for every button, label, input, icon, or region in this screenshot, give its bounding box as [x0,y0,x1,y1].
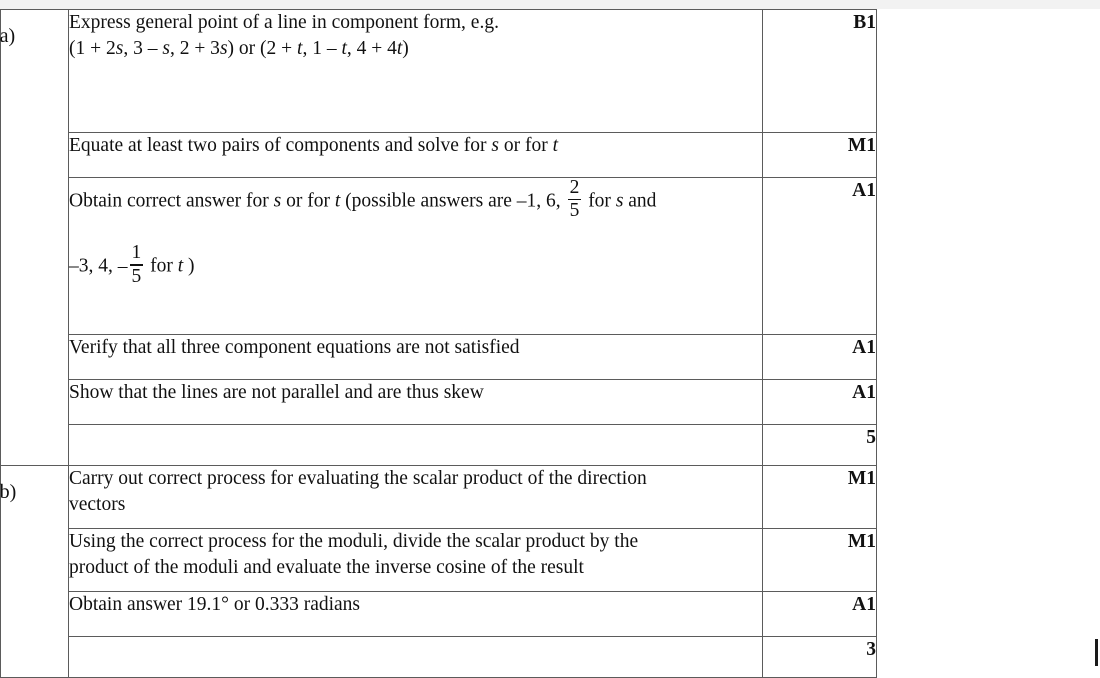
fraction-numerator: 1 [131,242,142,264]
description-line: Obtain correct answer for s or for t (po… [69,178,762,221]
variable-s: s [162,37,170,59]
text-segment: (possible answers are –1, 6, [340,190,566,212]
description-cell: Using the correct process for the moduli… [68,528,763,592]
description-cell: Obtain correct answer for s or for t (po… [68,177,763,335]
description-cell: Verify that all three component equation… [68,334,763,380]
part-label-cell-b: (b) [0,465,69,678]
variable-t: t [297,37,303,59]
mark-scheme-table: (a) Express general point of a line in c… [0,9,877,678]
table-row-subtotal: 3 [1,636,877,678]
variable-s: s [615,190,624,212]
table-row: (b) Carry out correct process for evalua… [0,465,877,678]
mark-cell: M1 [762,528,877,592]
description-line: Express general point of a line in compo… [69,12,499,33]
description-cell: Carry out correct process for evaluating… [68,465,763,529]
text-segment: or for [281,190,335,212]
text-segment: (1 + 2 [69,37,116,59]
mark-cell: A1 [762,379,877,425]
scan-edge-artifact [1095,639,1098,666]
variable-t: t [177,255,184,277]
variable-t: t [341,37,347,59]
subtotal-mark-cell: 5 [762,424,877,466]
fraction-denominator: 5 [131,265,142,287]
description-line: (1 + 2s, 3 – s, 2 + 3s) or (2 + t, 1 – t… [69,36,762,62]
mark-cell: M1 [762,465,877,529]
table-row: Using the correct process for the moduli… [1,528,877,592]
description-cell-empty [68,424,763,466]
text-segment: and [623,190,657,212]
description-cell: Obtain answer 19.1° or 0.333 radians [68,591,763,637]
text-segment: ) [183,255,195,277]
text-segment: for [583,190,616,212]
text-segment: Equate at least two pairs of components … [69,135,492,156]
text-segment: , 2 + 3 [169,37,220,59]
mark-cell: B1 [762,9,877,133]
table-row: Obtain answer 19.1° or 0.333 radians A1 [1,591,877,637]
mark-scheme-sheet: (a) Express general point of a line in c… [0,9,1100,678]
part-label-cell-a: (a) [0,9,69,466]
text-segment: ) or (2 + [227,37,298,59]
text-segment: Obtain correct answer for [69,190,274,212]
text-segment: for [145,255,178,277]
mark-cell: A1 [762,591,877,637]
variable-t: t [334,190,341,212]
variable-t: t [396,37,403,59]
subtotal-mark-cell: 3 [762,636,877,678]
table-row: Equate at least two pairs of components … [1,132,877,178]
scan-top-strip [0,0,1100,9]
description-line: Carry out correct process for evaluating… [69,468,647,489]
fraction-bar [129,264,144,266]
text-segment: , 1 – [302,37,342,59]
description-line: Using the correct process for the moduli… [69,531,639,552]
table-row: Obtain correct answer for s or for t (po… [1,177,877,335]
table-row: Show that the lines are not parallel and… [1,379,877,425]
description-cell-empty [68,636,763,678]
fraction-denominator: 5 [569,200,580,222]
variable-s: s [273,190,282,212]
table-row-subtotal: 5 [1,424,877,466]
description-cell: Equate at least two pairs of components … [68,132,763,178]
text-segment: ) [402,37,409,59]
table-row: (a) Express general point of a line in c… [0,9,877,466]
description-cell: Show that the lines are not parallel and… [68,379,763,425]
text-segment: or for [498,135,553,156]
part-label-b: (b) [0,481,17,503]
variable-t: t [552,135,559,156]
mark-cell: A1 [762,177,877,335]
description-cell: Express general point of a line in compo… [68,9,763,133]
mark-cell: A1 [762,334,877,380]
fraction-bar [567,198,582,201]
part-label-a: (a) [0,25,16,47]
text-segment: , 3 – [123,37,163,59]
table-row: Verify that all three component equation… [1,334,877,380]
text-segment: –3, 4, [69,255,118,277]
fraction-numerator: 2 [569,177,580,198]
description-line: vectors [69,493,126,515]
text-segment: , 4 + 4 [346,37,397,59]
variable-s: s [491,135,499,156]
mark-cell: M1 [762,132,877,178]
description-line: product of the moduli and evaluate the i… [69,556,584,578]
variable-s: s [219,37,228,59]
variable-s: s [115,37,124,59]
fraction-sign: – [117,255,128,277]
line-spacer [69,221,762,243]
